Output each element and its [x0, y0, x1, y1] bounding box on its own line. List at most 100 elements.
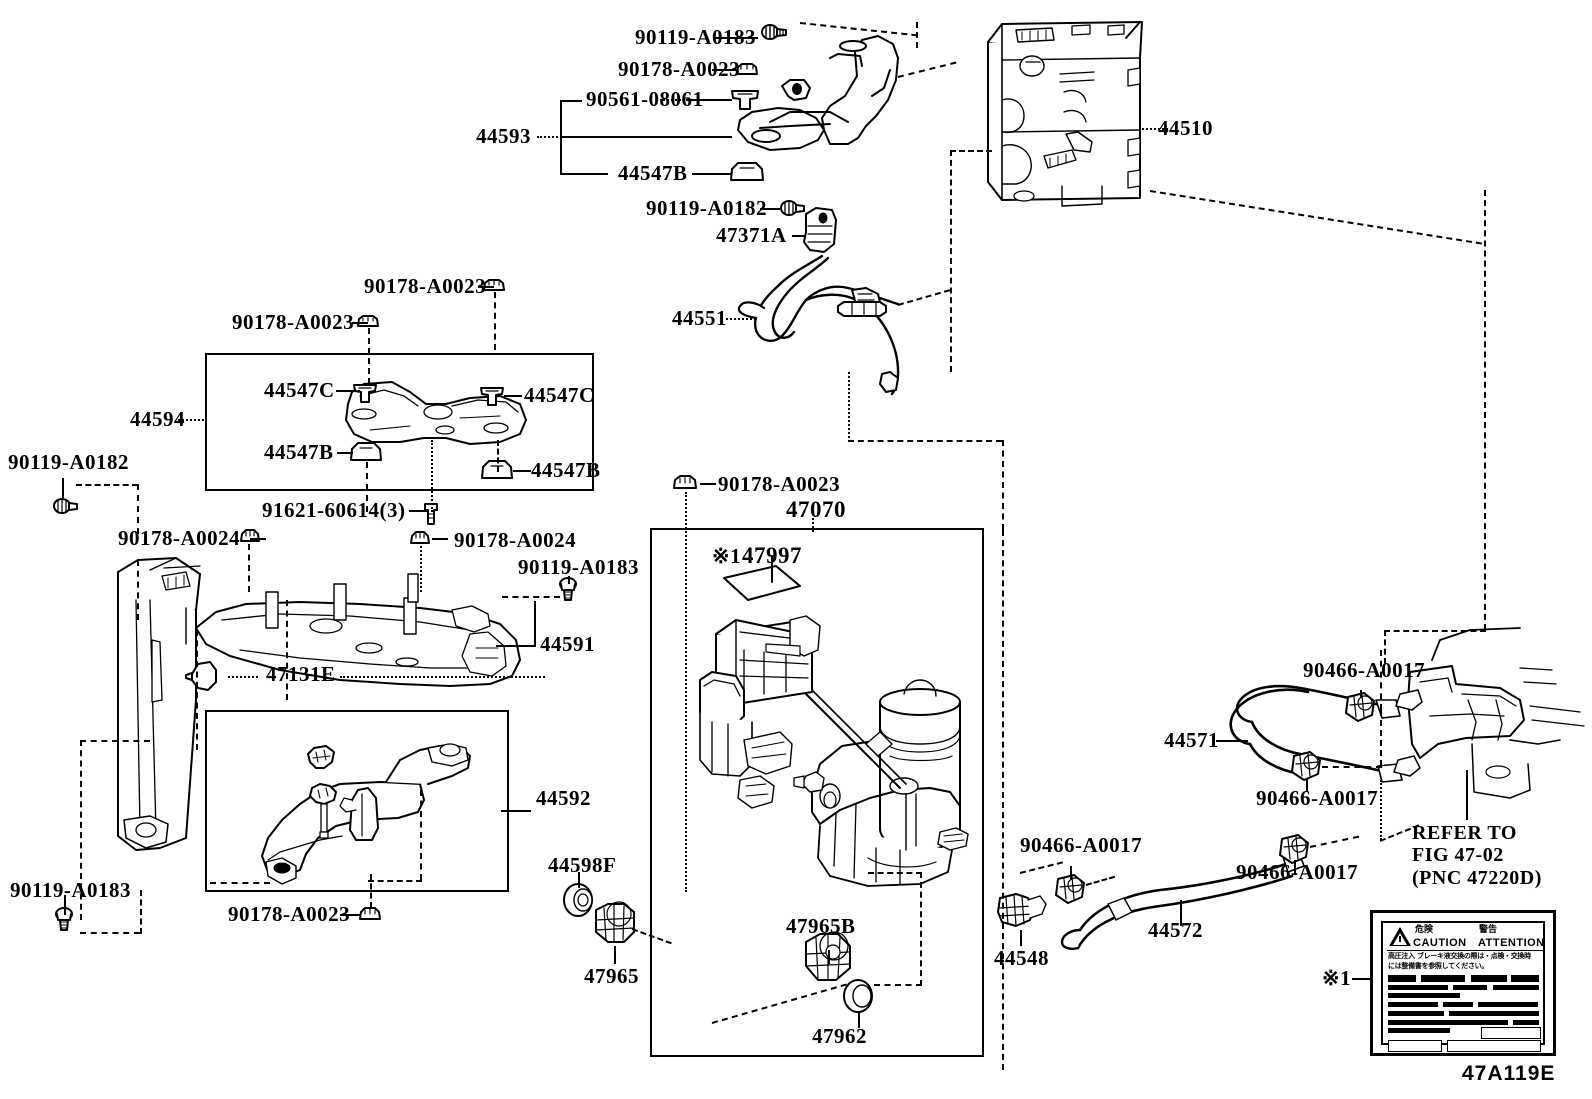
leader-44547c-r	[504, 395, 522, 397]
leader-44591-v	[534, 601, 536, 646]
caution-en-caution: CAUTION	[1413, 937, 1467, 949]
leader-47962	[858, 1012, 860, 1028]
dash-44510-right-b	[1384, 630, 1486, 632]
leader-90178a0023-d	[340, 914, 360, 916]
caution-jp-warning: 警告	[1479, 925, 1498, 935]
caution-text-block	[1493, 985, 1539, 990]
caution-text-block	[1453, 985, 1487, 990]
caution-text-block	[1471, 975, 1507, 982]
caution-field-box	[1481, 1027, 1541, 1039]
dash-90466d	[1309, 835, 1360, 848]
leader-90119a0183-bl	[64, 895, 66, 915]
leader-47131e-a	[228, 676, 258, 678]
leader-44547b-top	[692, 173, 732, 175]
dash-44551-dn	[848, 372, 850, 442]
part-label-44547b-l: 44547B	[264, 440, 334, 464]
dash-90178a0024-l	[248, 544, 250, 592]
dash-44551-hose-r	[897, 289, 951, 306]
leader-90178a0024-r	[432, 538, 448, 540]
leader-90466-a	[1360, 690, 1362, 698]
part-label-44548: 44548	[994, 946, 1049, 970]
caution-text-block	[1388, 993, 1460, 998]
part-label-90561-08061: 90561-08061	[586, 87, 704, 111]
leader-90119a0183-r	[568, 576, 570, 584]
part-label-90466-a0017-d: 90466-A0017	[1236, 860, 1359, 884]
leader-90178a0023-top	[712, 69, 736, 71]
dash-44547br	[497, 440, 499, 472]
part-label-47070: 47070	[786, 497, 846, 522]
dash-refer-v	[1380, 780, 1382, 840]
caution-text-block	[1388, 1028, 1450, 1033]
leader-90178a0023-e	[700, 483, 716, 485]
dash-left-1	[76, 484, 138, 486]
dash-47070-r	[1002, 440, 1004, 530]
part-label-90178-a0023-top: 90178-A0023	[618, 57, 741, 81]
part-label-90178-a0023-b: 90178-A0023	[364, 274, 487, 298]
part-label-90466-a0017-b: 90466-A0017	[1256, 786, 1379, 810]
leader-90561-dot	[660, 99, 688, 101]
part-label-47962: 47962	[812, 1024, 867, 1048]
part-label-44551: 44551	[672, 306, 727, 330]
dash-left-7	[140, 890, 142, 934]
dash-44592-b	[420, 790, 422, 880]
part-label-44591: 44591	[540, 632, 595, 656]
dash-90178c	[368, 328, 370, 384]
leader-90466-d	[1294, 860, 1296, 874]
part-label-90119-a0183-r: 90119-A0183	[518, 555, 639, 579]
group-box-44592	[205, 710, 509, 892]
leader-44598f	[578, 872, 580, 888]
dash-44592-c	[368, 880, 422, 882]
part-label-91621-60614: 91621-60614(3)	[262, 498, 406, 522]
caution-field-box	[1388, 1040, 1442, 1052]
note-marker-caution: ※1	[1322, 966, 1352, 990]
dash-44592-a	[210, 882, 270, 884]
leader-44547c-l2	[336, 390, 354, 392]
leader-90119a0183-top	[714, 37, 758, 39]
dash-47965b-h	[868, 872, 922, 874]
group-box-44594	[205, 353, 594, 491]
leader-90119a0182-left	[62, 478, 64, 498]
leader-44593-top	[560, 100, 582, 102]
leader-note-marker	[1352, 978, 1378, 980]
part-label-44547b-top: 44547B	[618, 161, 688, 185]
dash-90119-r	[502, 596, 560, 598]
part-label-90119-a0182-mid: 90119-A0182	[646, 196, 767, 220]
leader-44593-main	[560, 136, 732, 138]
dash-44592-up	[196, 630, 198, 750]
note-marker-47997: ※1	[712, 544, 742, 568]
part-label-44594: 44594	[130, 407, 185, 431]
dash-90466b-v	[1380, 710, 1382, 766]
part-label-44571: 44571	[1164, 728, 1219, 752]
caution-text-block	[1388, 1002, 1438, 1007]
leader-44571	[1216, 740, 1248, 742]
leader-90466-b	[1306, 778, 1308, 792]
dash-left-5	[80, 740, 150, 742]
part-label-90178-a0023-c: 90178-A0023	[232, 310, 355, 334]
leader-44572	[1180, 900, 1182, 926]
dash-91621	[431, 440, 433, 512]
dash-90178e	[685, 492, 687, 892]
part-label-90178-a0024-r: 90178-A0024	[454, 528, 577, 552]
caution-text-block	[1421, 975, 1465, 982]
leader-47965	[614, 946, 616, 964]
dash-47962	[874, 984, 922, 986]
part-label-90178-a0023-e: 90178-A0023	[718, 472, 841, 496]
caution-text-block	[1478, 1002, 1538, 1007]
leader-44551	[726, 318, 756, 320]
refer-to-note: REFER TO FIG 47-02 (PNC 47220D)	[1412, 822, 1542, 889]
caution-jp-danger: 危険	[1415, 925, 1434, 935]
dash-left-6	[80, 932, 140, 934]
dash-44593-up-h	[799, 22, 918, 37]
dash-44547bl	[366, 462, 368, 512]
dash-44593-up-v	[916, 22, 918, 48]
dash-44510-right-h	[1149, 190, 1483, 245]
dash-44510-left-v	[950, 150, 952, 372]
part-label-44572: 44572	[1148, 918, 1203, 942]
leader-47131e-b	[340, 676, 545, 678]
dash-47070-rh	[848, 440, 1002, 442]
dash-90466b-h	[1322, 766, 1382, 768]
dash-44593-side	[897, 61, 957, 78]
part-label-90119-a0183-bl: 90119-A0183	[10, 878, 131, 902]
group-box-47070	[650, 528, 984, 1057]
